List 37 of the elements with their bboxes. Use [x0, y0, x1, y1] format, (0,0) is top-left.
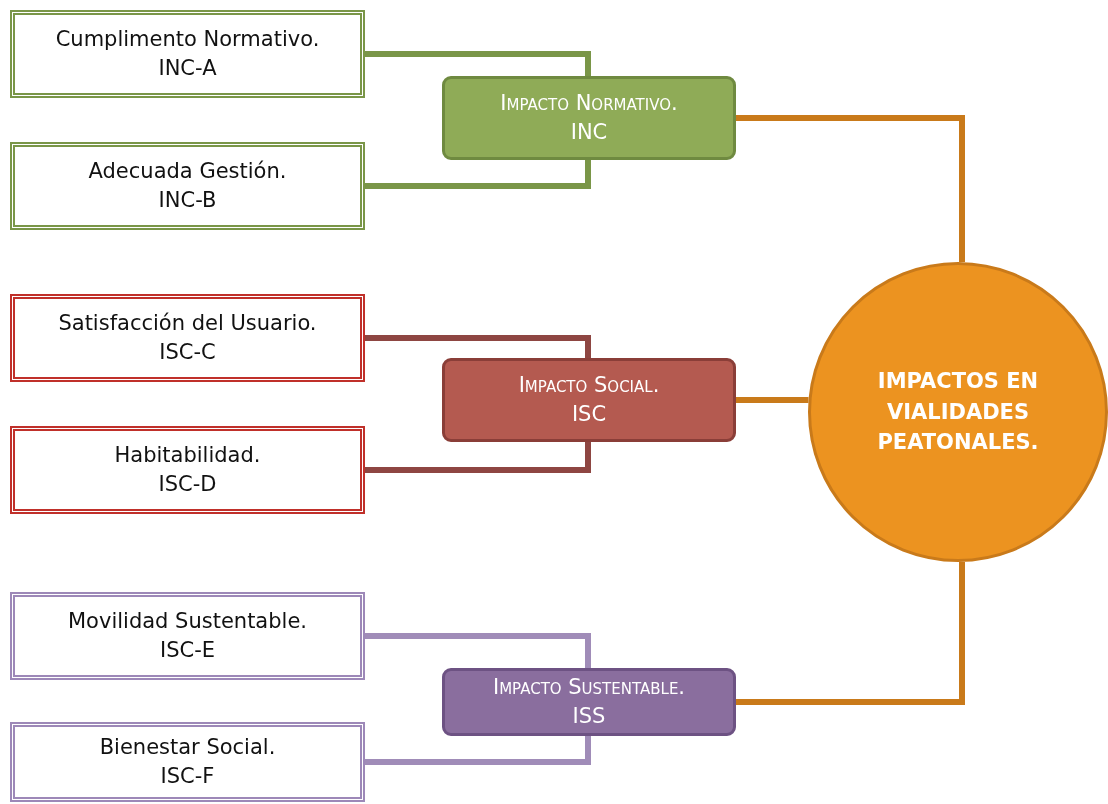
node-label: INC — [570, 119, 608, 146]
node-label: INC-A — [158, 55, 217, 82]
node-label: Movilidad Sustentable. — [68, 607, 307, 635]
connector-line — [365, 442, 591, 473]
node-label: INC-B — [158, 187, 217, 214]
node-label: Impacto Sustentable. — [492, 673, 686, 701]
category-box — [442, 358, 736, 442]
node-label: Impacto Social. — [518, 371, 660, 399]
node-label: ISC-E — [159, 637, 215, 664]
category-box — [442, 76, 736, 160]
connector-line — [365, 736, 591, 765]
node-label: ISS — [572, 703, 606, 730]
category-box — [442, 668, 736, 736]
indicator-box — [10, 142, 365, 230]
node-label: Adecuada Gestión. — [88, 157, 287, 185]
connector-line — [365, 335, 591, 358]
node-label: ISC-C — [159, 339, 216, 366]
connector-line — [736, 561, 965, 705]
indicator-box — [10, 294, 365, 382]
node-label: Cumplimento Normativo. — [55, 25, 320, 53]
node-label: Bienestar Social. — [99, 733, 276, 761]
indicator-box — [10, 722, 365, 802]
indicator-box — [10, 426, 365, 514]
node-label: ISC-D — [158, 471, 217, 498]
node-label: Impacto Normativo. — [500, 89, 678, 117]
connector-line — [365, 160, 591, 189]
node-label: ISC — [571, 401, 607, 428]
connector-line — [736, 115, 965, 263]
connector-line — [365, 51, 591, 76]
connector-line — [365, 633, 591, 668]
connector-line — [736, 397, 809, 403]
node-label: Habitabilidad. — [114, 441, 261, 469]
node-label: IMPACTOS EN VIALIDADES PEATONALES. — [876, 368, 1040, 457]
indicator-box — [10, 592, 365, 680]
node-label: Satisfacción del Usuario. — [58, 309, 317, 337]
node-label: ISC-F — [160, 763, 215, 790]
indicator-box — [10, 10, 365, 98]
